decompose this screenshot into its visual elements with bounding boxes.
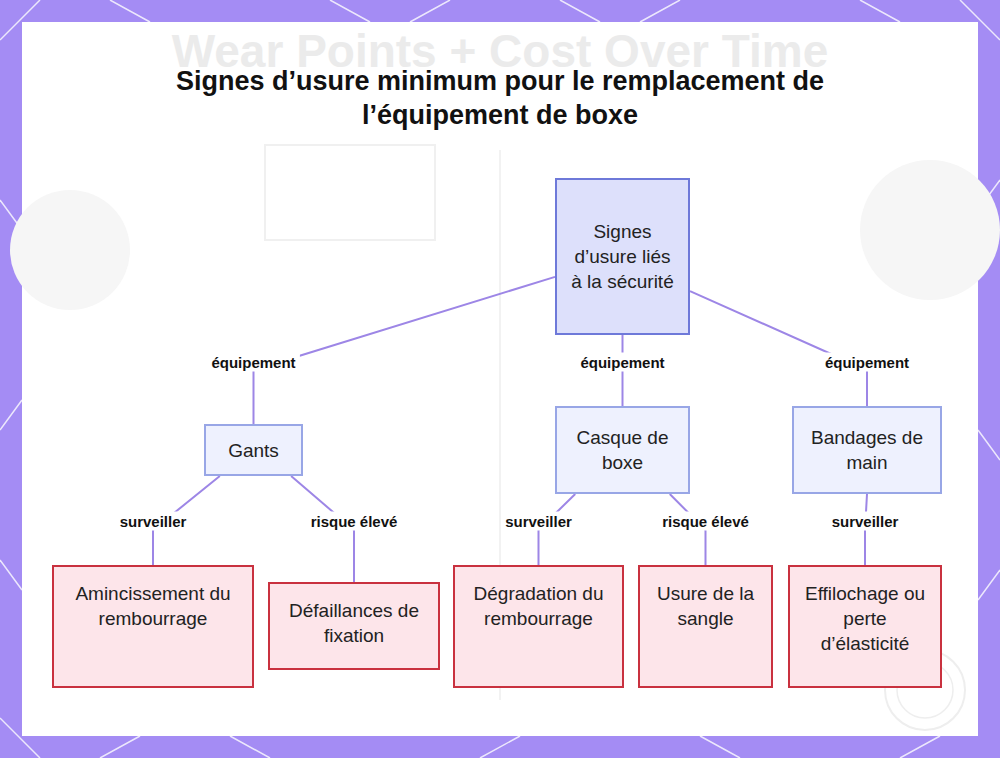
wear-sign-box: Usure de la sangle [638, 565, 773, 688]
node-text: Bandages de main [806, 425, 928, 475]
connector-line [254, 277, 556, 424]
diagram-title: Signes d’usure minimum pour le remplacem… [150, 64, 850, 132]
wear-sign-box: Amincissement du rembourrage [52, 565, 254, 688]
edge-label: surveiller [501, 512, 576, 531]
edge-label: équipement [207, 353, 299, 372]
root-box: Signes d’usure liés à la sécurité [555, 178, 690, 335]
node-text: Dégradation du rembourrage [467, 581, 610, 631]
node-text: Défaillances de fixation [282, 598, 426, 648]
equipment-box: Gants [204, 424, 303, 476]
edge-label: risque élevé [658, 512, 753, 531]
connector-line [690, 291, 867, 406]
wear-sign-box: Dégradation du rembourrage [453, 565, 624, 688]
node-text: Amincissement du rembourrage [66, 581, 240, 631]
wear-sign-box: Effilochage ou perte d’élasticité [788, 565, 942, 688]
wear-sign-box: Défaillances de fixation [268, 582, 440, 670]
equipment-box: Bandages de main [792, 406, 942, 494]
node-text: Signes d’usure liés à la sécurité [569, 219, 676, 294]
edge-label: équipement [576, 353, 668, 372]
node-text: Gants [228, 438, 279, 463]
edge-label: surveiller [828, 512, 903, 531]
equipment-box: Casque de boxe [555, 406, 690, 494]
node-text: Effilochage ou perte d’élasticité [802, 581, 928, 656]
node-text: Casque de boxe [569, 425, 676, 475]
edge-label: risque élevé [307, 512, 402, 531]
edge-label: équipement [821, 353, 913, 372]
edge-label: surveiller [116, 512, 191, 531]
node-text: Usure de la sangle [652, 581, 759, 631]
